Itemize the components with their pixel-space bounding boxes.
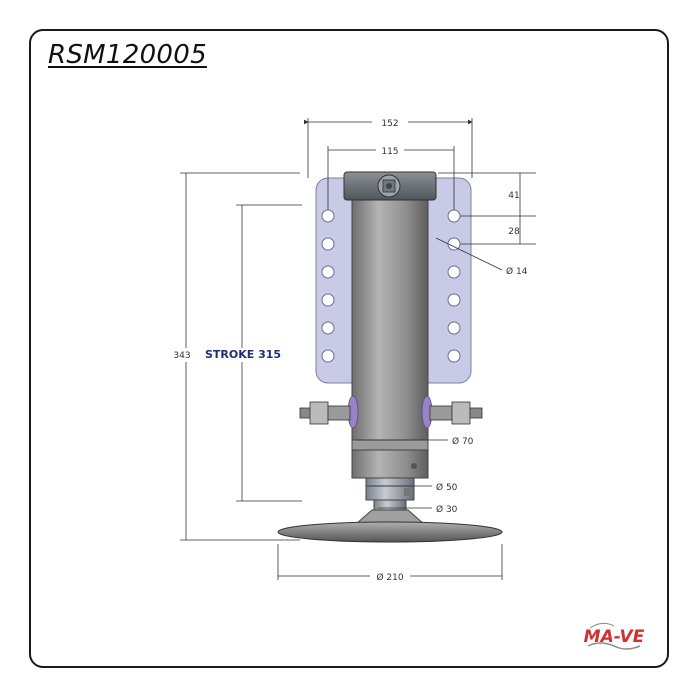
dimension-lines xyxy=(180,118,536,580)
brand-logo: MA-VE xyxy=(584,622,645,650)
left-hydraulic-fitting xyxy=(299,401,351,425)
dim-foot-diameter: Ø 210 xyxy=(376,572,403,583)
dim-hole-pitch: 28 xyxy=(508,227,520,237)
stroke-label: STROKE 315 xyxy=(205,348,281,361)
piston-rod xyxy=(365,477,415,511)
dim-rod-diameter: Ø 50 xyxy=(436,482,458,493)
dim-bracket-width: 152 xyxy=(381,119,398,129)
foot-pad xyxy=(277,509,503,543)
dim-cylinder-diameter: Ø 70 xyxy=(452,436,474,447)
cylinder-body xyxy=(343,171,437,479)
dim-bolt-spacing: 115 xyxy=(381,147,398,157)
brand-logo-text: MA-VE xyxy=(584,627,645,647)
part-number-title: RSM120005 xyxy=(48,40,207,70)
right-hydraulic-fitting xyxy=(429,401,483,425)
dim-pin-diameter: Ø 30 xyxy=(436,504,458,515)
dim-top-offset: 41 xyxy=(508,191,519,201)
left-bolt-holes xyxy=(321,209,335,363)
dim-total-height: 343 xyxy=(173,351,190,361)
dim-hole-diameter: Ø 14 xyxy=(506,266,528,277)
